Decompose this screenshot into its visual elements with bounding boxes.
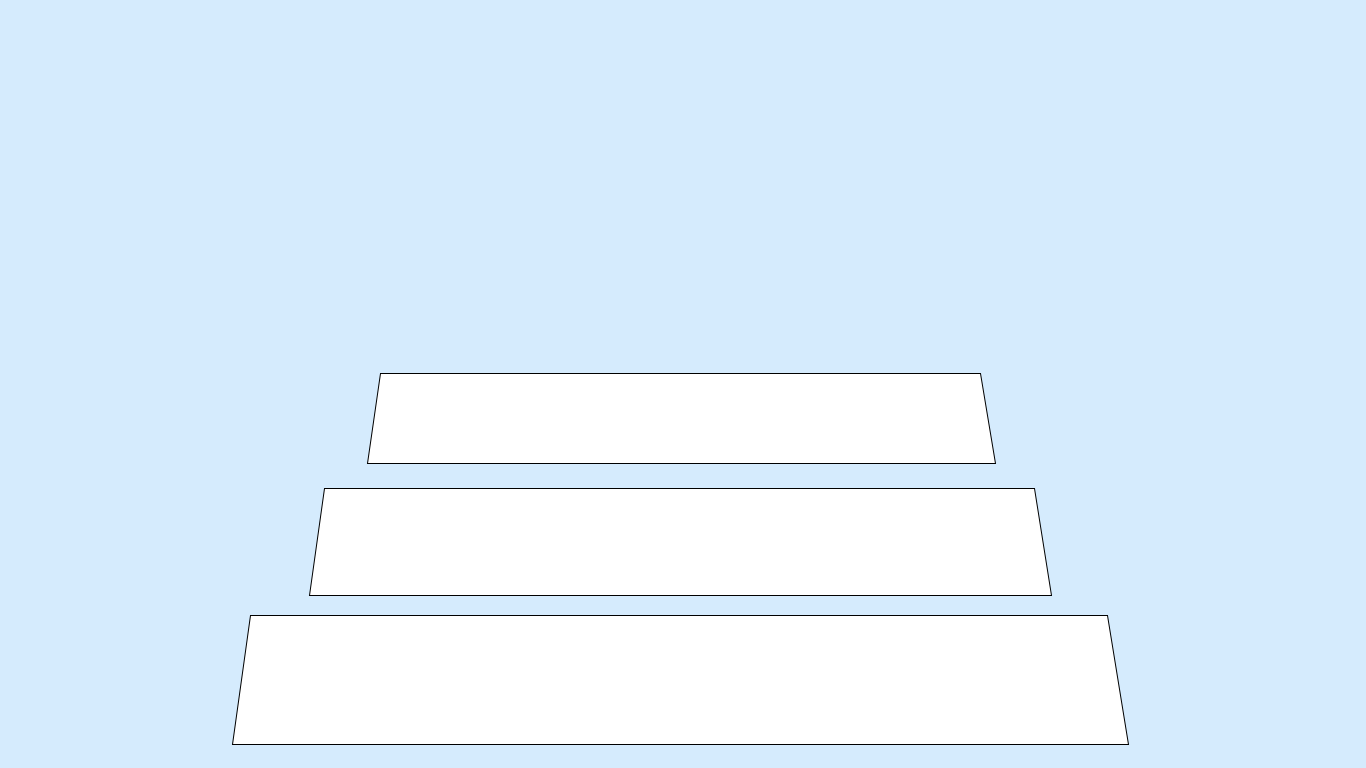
pyramid-tier-bottom-shape[interactable] — [231, 615, 1130, 745]
pyramid-tier-middle-shape[interactable] — [308, 488, 1053, 596]
pyramid-tier-top-shape[interactable] — [366, 373, 997, 464]
pyramid-tier-top[interactable] — [366, 373, 997, 464]
pyramid-tier-bottom[interactable] — [231, 615, 1130, 745]
pyramid-tier-middle[interactable] — [308, 488, 1053, 596]
